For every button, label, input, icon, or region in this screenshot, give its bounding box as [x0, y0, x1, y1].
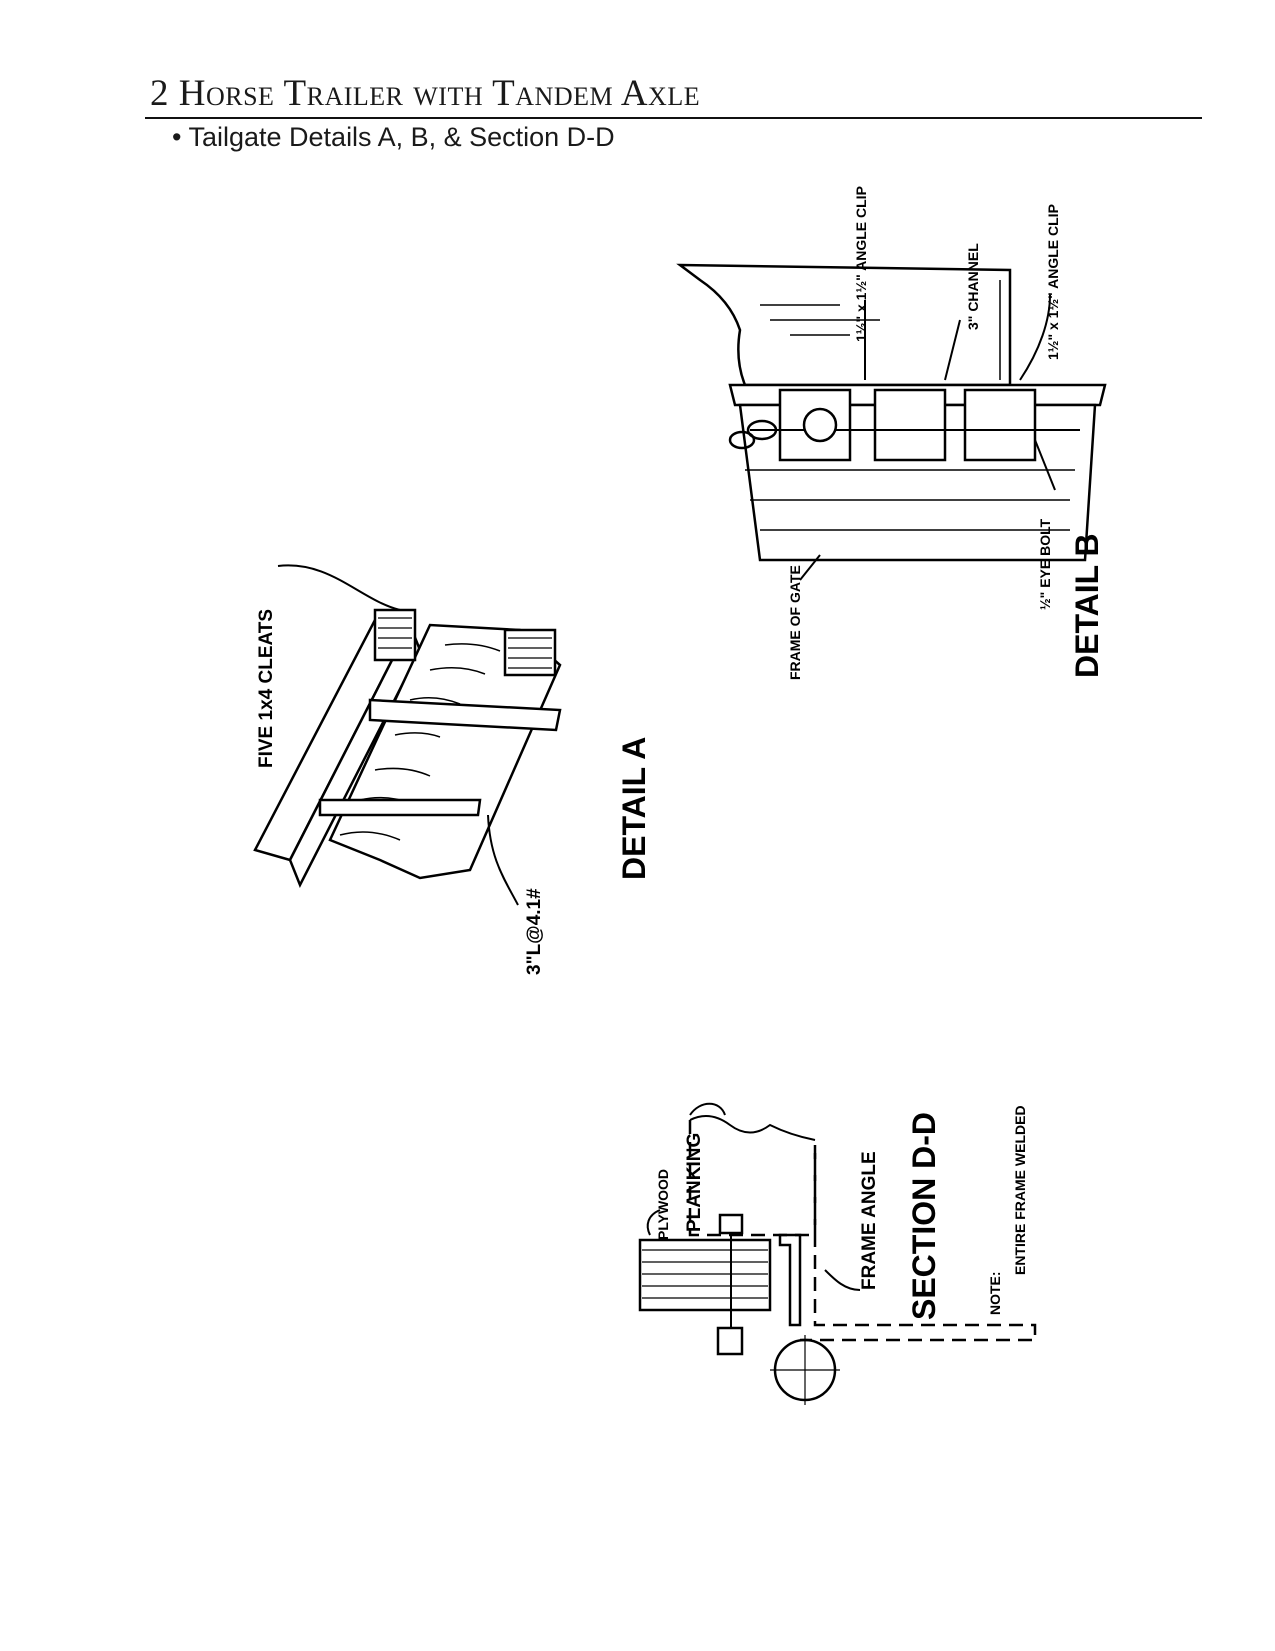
detail-b-drawing	[676, 263, 1107, 581]
angle-clip-top-label: 1½" x 1½" ANGLE CLIP	[853, 186, 869, 342]
channel-label: 3" CHANNEL	[965, 243, 981, 330]
note-text: ENTIRE FRAME WELDED	[1012, 1105, 1028, 1275]
angle-clip-bottom-label: 1½" x 1½" ANGLE CLIP	[1045, 204, 1061, 360]
frame-angle-label: FRAME ANGLE	[859, 1151, 880, 1290]
title-rule	[145, 117, 1202, 119]
note-label: NOTE:	[987, 1271, 1003, 1315]
detail-b-caption: DETAIL B	[1069, 533, 1105, 678]
plywood-label: PLYWOOD	[655, 1169, 671, 1240]
cleats-label: FIVE 1x4 CLEATS	[256, 609, 277, 768]
frame-of-gate-label: FRAME OF GATE	[787, 565, 803, 680]
page-subtitle: • Tailgate Details A, B, & Section D-D	[172, 122, 615, 152]
page-title: 2 Horse Trailer with Tandem Axle	[150, 73, 701, 114]
section-dd-caption: SECTION D-D	[906, 1112, 942, 1320]
angle-label: 3"L@4.1#	[524, 888, 545, 975]
planking-label: PLANKING	[684, 1133, 705, 1232]
section-dd-drawing	[638, 1102, 1037, 1405]
eye-bolt-label: ½" EYE BOLT	[1037, 518, 1053, 610]
detail-a-drawing	[253, 564, 562, 906]
detail-a-caption: DETAIL A	[616, 737, 652, 880]
